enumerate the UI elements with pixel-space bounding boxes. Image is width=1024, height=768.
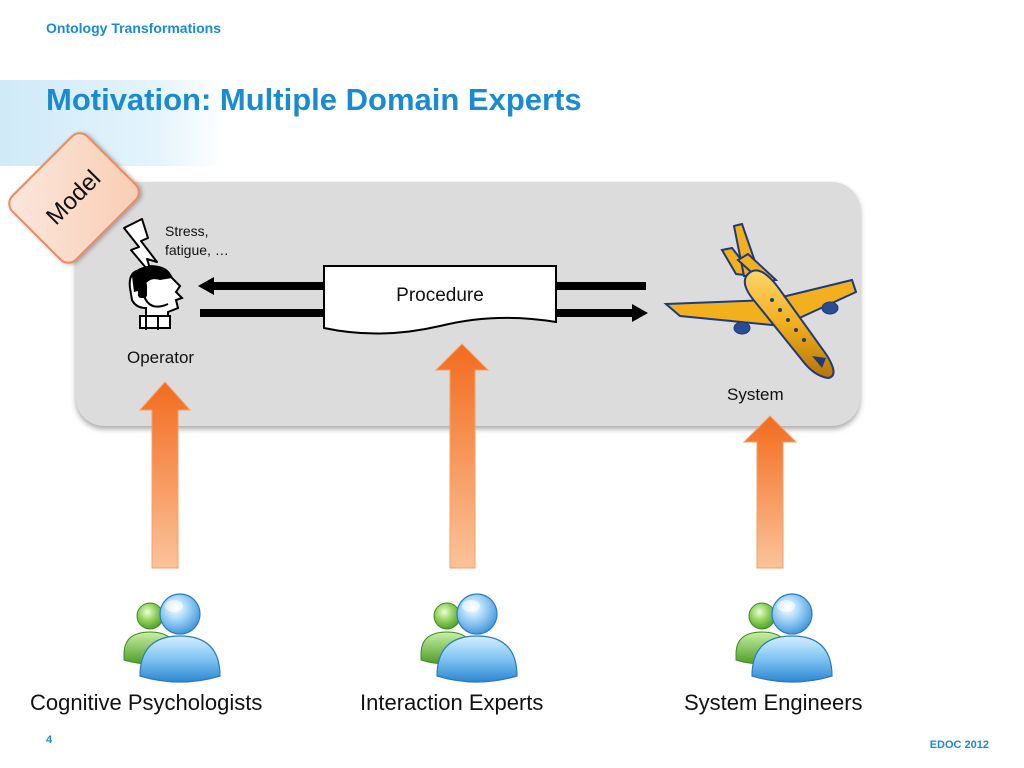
stress-label: Stress, fatigue, … <box>165 223 229 258</box>
procedure-connector-line-right <box>556 282 646 290</box>
arrow-up-system <box>742 415 798 569</box>
user-group-icon <box>123 593 221 683</box>
page-number: 4 <box>46 734 53 746</box>
arrow-up-interaction <box>434 343 490 569</box>
footer-text: EDOC 2012 <box>929 739 989 751</box>
role-label-interaction-experts: Interaction Experts <box>360 690 544 715</box>
airplane-icon <box>663 222 858 380</box>
user-group-icon <box>735 593 833 683</box>
role-label-system-engineers: System Engineers <box>684 690 863 715</box>
operator-label: Operator <box>127 348 195 367</box>
procedure-label: Procedure <box>396 285 484 306</box>
procedure-left-arrow <box>198 277 326 295</box>
arrow-up-cognitive <box>138 381 192 569</box>
user-group-icon <box>420 593 518 683</box>
system-label: System <box>727 385 784 404</box>
slide-title: Motivation: Multiple Domain Experts <box>46 82 582 117</box>
lightning-icon <box>123 218 158 276</box>
header-band <box>0 80 225 166</box>
role-label-cognitive-psychologists: Cognitive Psychologists <box>30 690 263 715</box>
header-title: Ontology Transformations <box>46 20 222 36</box>
procedure-right-arrow <box>556 304 648 322</box>
procedure-box <box>323 265 557 335</box>
operator-icon <box>128 264 184 330</box>
procedure-connector-line-left <box>200 309 326 317</box>
